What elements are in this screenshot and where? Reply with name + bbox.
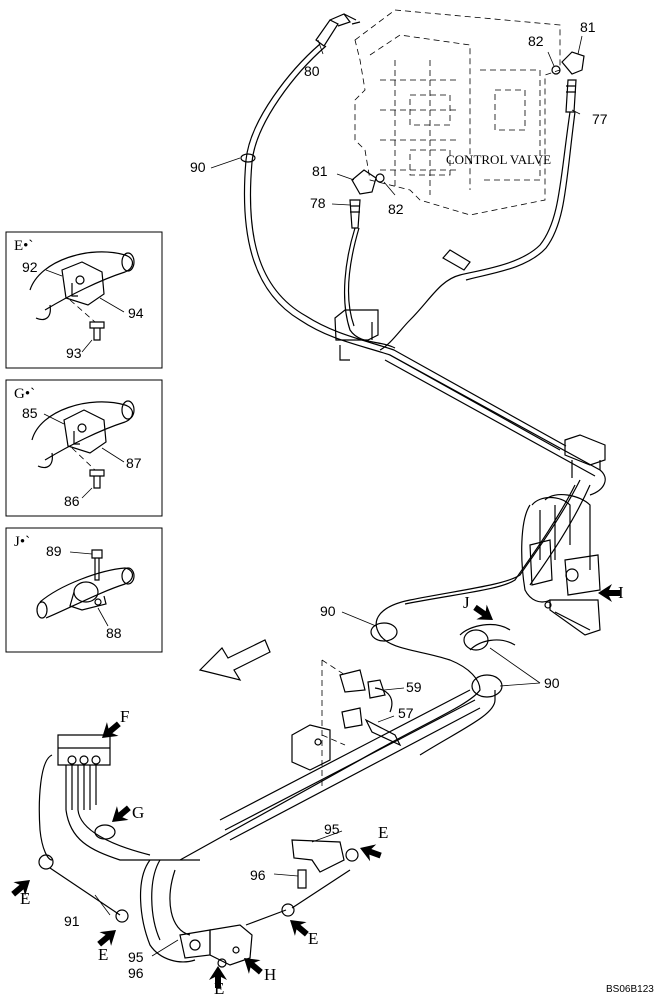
leader-lines: [94, 35, 583, 957]
hose-lines: [240, 43, 606, 496]
label-90-upper: 90: [190, 159, 206, 175]
middle-hose-bundle: [179, 479, 591, 861]
label-90-right: 90: [544, 675, 560, 691]
inset-e: E•` 92 94 93: [5, 231, 163, 369]
label-81-lower: 81: [312, 163, 328, 179]
part-labels: 80 81 82 77 90 81 78 82 90 90 59 57 95 9…: [64, 19, 608, 981]
label-89: 89: [46, 543, 62, 559]
label-88: 88: [106, 625, 122, 641]
fitting-80: [315, 13, 361, 47]
valve-assembly-i: [521, 493, 601, 636]
view-letter-e-bottom: E: [214, 979, 224, 998]
valve-block-h: [179, 924, 253, 968]
view-letter-e-left: E: [20, 889, 30, 908]
view-letter-j: J: [463, 593, 470, 612]
label-94: 94: [128, 305, 144, 321]
label-77: 77: [592, 111, 608, 127]
view-letter-e-middle: E: [308, 929, 318, 948]
view-arrows: I J F G E E E E E H: [7, 583, 624, 998]
label-93: 93: [66, 345, 82, 361]
control-valve: CONTROL VALVE: [354, 9, 561, 216]
view-letter-h: H: [264, 965, 276, 984]
label-78: 78: [310, 195, 326, 211]
bracket-upper: [334, 249, 471, 361]
fitting-81-lower: [349, 169, 385, 229]
view-letter-g: G: [132, 803, 144, 822]
view-letter-i: I: [618, 583, 624, 602]
inset-j: J•` 89 88: [5, 527, 163, 653]
label-82-lower: 82: [388, 201, 404, 217]
label-85: 85: [22, 405, 38, 421]
solenoid-block: [38, 734, 200, 861]
inset-e-title: E•`: [14, 238, 33, 254]
label-81-upper: 81: [580, 19, 596, 35]
label-90-middle: 90: [320, 603, 336, 619]
label-92: 92: [22, 259, 38, 275]
label-87: 87: [126, 455, 142, 471]
view-letter-e-right: E: [378, 823, 388, 842]
direction-arrow: [198, 639, 271, 681]
inset-g: G•` 85 87 86: [5, 379, 163, 517]
label-91: 91: [64, 913, 80, 929]
lower-hoses: [38, 848, 359, 963]
fitting-81-upper: [551, 51, 585, 113]
control-valve-label: CONTROL VALVE: [446, 152, 551, 167]
label-95-lower: 95: [128, 949, 144, 965]
label-80: 80: [304, 63, 320, 79]
drawing-code: BS06B123: [606, 984, 654, 995]
view-letter-e-lower: E: [98, 945, 108, 964]
label-95-clamp: 95: [324, 821, 340, 837]
port-block: [291, 659, 402, 790]
inset-g-title: G•`: [14, 386, 35, 402]
clamp-95-96: [291, 839, 345, 889]
label-57: 57: [398, 705, 414, 721]
inset-j-title: J•`: [14, 534, 30, 550]
label-82-upper: 82: [528, 33, 544, 49]
label-96-lower: 96: [128, 965, 144, 981]
bracket-right: [564, 434, 606, 478]
label-59: 59: [406, 679, 422, 695]
view-letter-f: F: [120, 707, 129, 726]
label-86: 86: [64, 493, 80, 509]
label-96-clamp: 96: [250, 867, 266, 883]
